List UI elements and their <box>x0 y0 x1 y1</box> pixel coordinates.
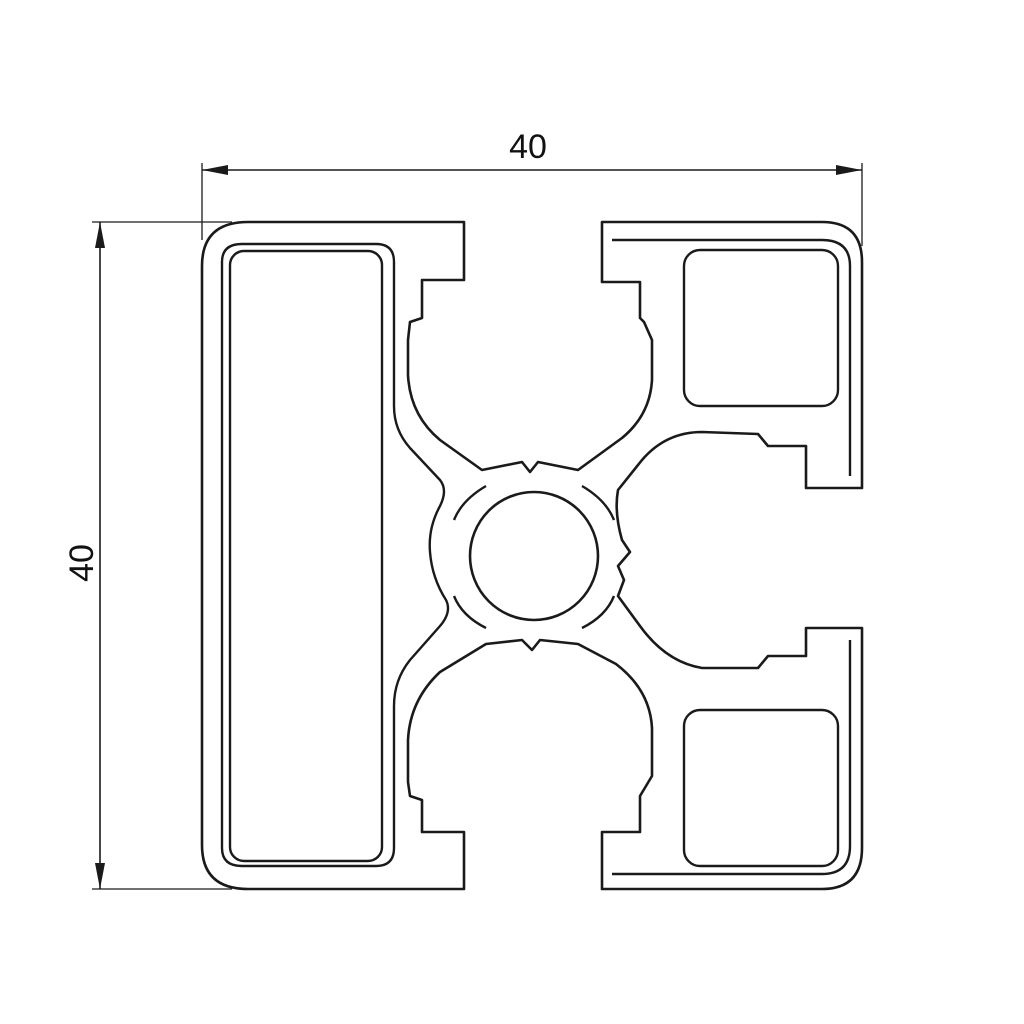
height-label: 40 <box>63 544 101 582</box>
bottom-right-square-chamber <box>682 708 840 868</box>
left-hollow-chamber <box>220 242 450 868</box>
right-wall-inner-line <box>612 238 852 876</box>
width-arrow-left <box>202 165 228 175</box>
top-right-square-chamber <box>682 248 840 408</box>
left-inner-rectangle <box>228 249 384 863</box>
height-arrow-top <box>95 222 105 248</box>
aluminium-profile <box>200 220 864 891</box>
core-web-lower-left <box>452 595 487 630</box>
width-label: 40 <box>509 128 547 166</box>
center-bore <box>468 490 600 622</box>
profile-outer-contour <box>200 220 864 891</box>
height-dimension: 40 <box>63 221 232 890</box>
core-web-upper-left <box>452 484 487 521</box>
height-arrow-bottom <box>95 863 105 889</box>
core-web-lower-right <box>581 595 616 630</box>
width-arrow-right <box>836 165 862 175</box>
core-web-upper-right <box>581 484 616 521</box>
width-dimension: 40 <box>201 128 863 246</box>
